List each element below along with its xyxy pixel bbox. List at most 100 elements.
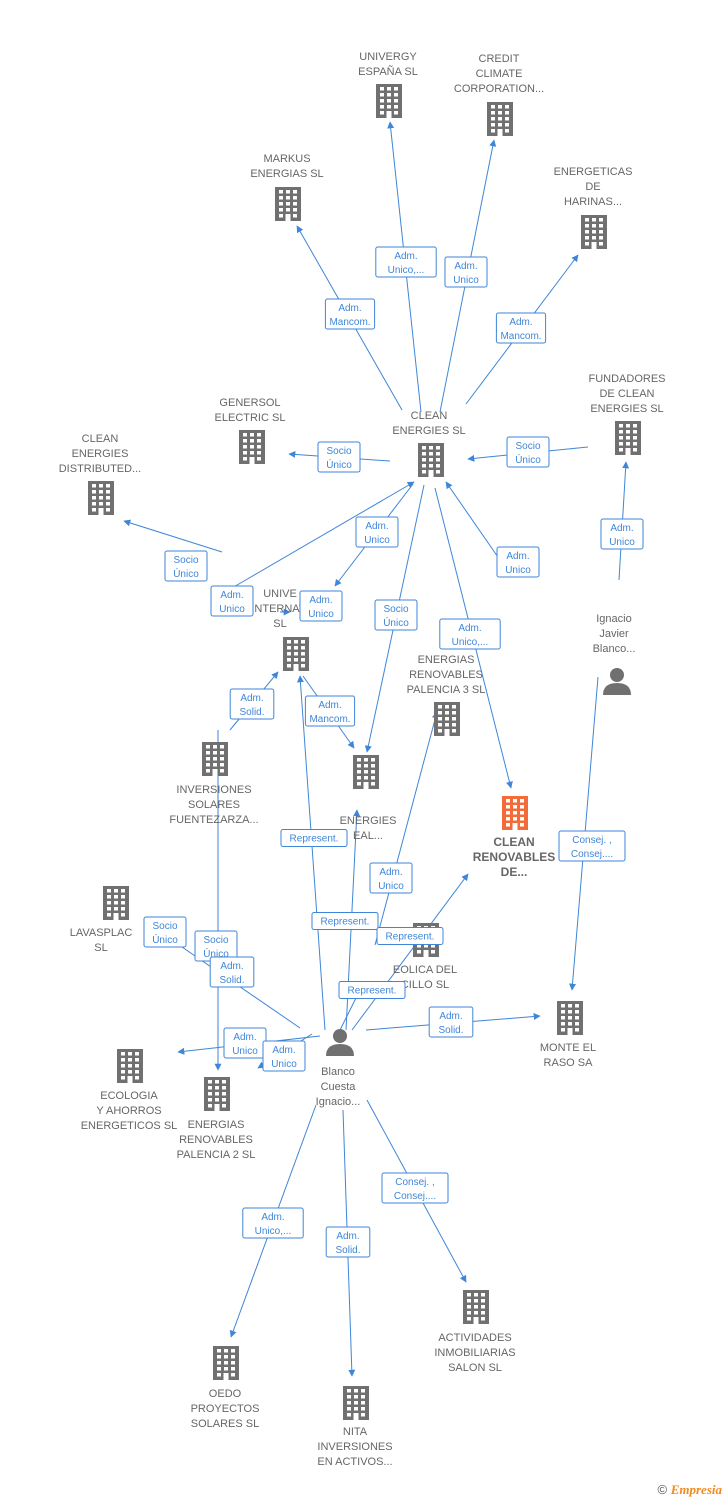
node-label: DISTRIBUTED... [59, 463, 142, 475]
focus-company-node[interactable]: CLEANRENOVABLESDE... [473, 796, 555, 879]
edge-role-text: Socio [383, 604, 408, 615]
building-icon [418, 443, 444, 477]
node-label: GENERSOL [219, 397, 280, 409]
edge-role-text: Adm. [439, 1011, 462, 1022]
edge-role-label[interactable]: Represent. [280, 829, 348, 847]
edge-role-label[interactable]: Adm.Solid. [209, 956, 255, 988]
node-label: Blanco... [593, 643, 636, 655]
company-node[interactable]: ENERGETICASDEHARINAS... [554, 166, 633, 249]
company-node[interactable]: UNIVE NTERNAT SL [254, 588, 309, 671]
node-label: ENERGIES SL [392, 425, 465, 437]
node-label: LAVASPLAC [70, 927, 133, 939]
edge-role-label[interactable]: Adm.Unico [210, 585, 254, 617]
edge-role-text: Adm. [336, 1231, 359, 1242]
edge-role-label[interactable]: Represent. [338, 981, 406, 999]
person-node[interactable]: IgnacioJavierBlanco... [593, 613, 636, 695]
node-label: EOLICA DEL [393, 964, 457, 976]
company-node[interactable]: CREDITCLIMATECORPORATION... [454, 53, 544, 136]
edge-role-text: Adm. [309, 595, 332, 606]
relationship-edge [374, 711, 439, 946]
edge-role-text: Solid. [335, 1245, 360, 1256]
node-label: Ignacio [596, 613, 631, 625]
building-icon [434, 702, 460, 736]
edge-role-text: Unico [378, 881, 404, 892]
node-label: CORPORATION... [454, 83, 544, 95]
company-node[interactable]: MARKUS ENERGIAS SL [250, 153, 324, 221]
node-label: SL [273, 618, 286, 630]
edge-role-text: Adm. [365, 521, 388, 532]
node-label: MARKUS [263, 153, 310, 165]
relationship-edge [445, 481, 501, 561]
footer-brand[interactable]: © Empresia [657, 1482, 722, 1498]
edge-role-label[interactable]: Adm.Solid. [428, 1006, 474, 1038]
node-label: RENOVABLES [409, 669, 483, 681]
edge-role-label[interactable]: Adm.Unico,... [439, 618, 501, 650]
node-label: ENERGETICOS SL [81, 1120, 178, 1132]
node-label: INVERSIONES [317, 1441, 392, 1453]
edge-role-label[interactable]: Adm.Unico,... [375, 246, 437, 278]
edge-role-label[interactable]: Adm.Unico [355, 516, 399, 548]
edge-role-text: Consej. , [395, 1177, 434, 1188]
edge-role-text: Represent. [348, 986, 397, 997]
node-label: HARINAS... [564, 196, 622, 208]
person-node[interactable]: BlancoCuestaIgnacio... [316, 1029, 361, 1108]
building-icon [502, 796, 528, 830]
edge-role-text: Mancom. [500, 331, 541, 342]
edge-role-label[interactable]: Consej. ,Consej.... [558, 830, 626, 862]
company-node[interactable]: CLEANENERGIESDISTRIBUTED... [59, 433, 142, 515]
edge-role-text: Adm. [458, 623, 481, 634]
node-label: NTERNAT [254, 603, 305, 615]
edge-role-label[interactable]: Adm.Unico [600, 518, 644, 550]
edge-role-label[interactable]: Represent. [311, 912, 379, 930]
edge-role-label[interactable]: Consej. ,Consej.... [381, 1172, 449, 1204]
edge-role-label[interactable]: Adm.Unico [262, 1040, 306, 1072]
edge-role-label[interactable]: Represent. [376, 927, 444, 945]
edge-role-text: Adm. [338, 303, 361, 314]
company-node[interactable]: INVERSIONESSOLARESFUENTEZARZA... [169, 742, 259, 826]
edge-role-label[interactable]: Adm.Unico [299, 590, 343, 622]
edge-role-label[interactable]: Adm.Unico [496, 546, 540, 578]
edge-role-label[interactable]: Adm.Unico [223, 1027, 267, 1059]
person-icon [603, 668, 631, 695]
edge-role-text: Socio [326, 446, 351, 457]
edge-role-label[interactable]: Adm.Mancom. [495, 312, 547, 344]
edge-role-text: Unico,... [255, 1226, 292, 1237]
node-label: UNIVE [263, 588, 297, 600]
edge-role-label[interactable]: Adm.Mancom. [304, 695, 356, 727]
edge-role-label[interactable]: Adm.Unico [444, 256, 488, 288]
node-label: CLEAN [493, 835, 534, 849]
edge-role-label[interactable]: Adm.Unico [369, 862, 413, 894]
edge-role-text: Único [173, 567, 199, 580]
edge-role-label[interactable]: Adm.Solid. [229, 688, 275, 720]
edge-role-label[interactable]: Adm.Unico,... [242, 1207, 304, 1239]
node-label: ENERGIES SL [590, 403, 663, 415]
edge-role-label[interactable]: Adm.Mancom. [324, 298, 376, 330]
node-label: ENERGETICAS [554, 166, 633, 178]
node-label: ENERGIAS SL [250, 168, 323, 180]
node-label: RENOVABLES [473, 850, 555, 864]
edge-labels-layer: Adm.Unico,...Adm.UnicoAdm.Mancom.Adm.Man… [143, 246, 644, 1258]
node-label: RASO SA [544, 1057, 594, 1069]
company-node[interactable]: ENERGIESEAL... [340, 755, 397, 842]
edge-role-label[interactable]: Adm. Solid. [325, 1226, 371, 1258]
node-label: Cuesta [321, 1081, 357, 1093]
edge-role-text: Unico [271, 1059, 297, 1070]
